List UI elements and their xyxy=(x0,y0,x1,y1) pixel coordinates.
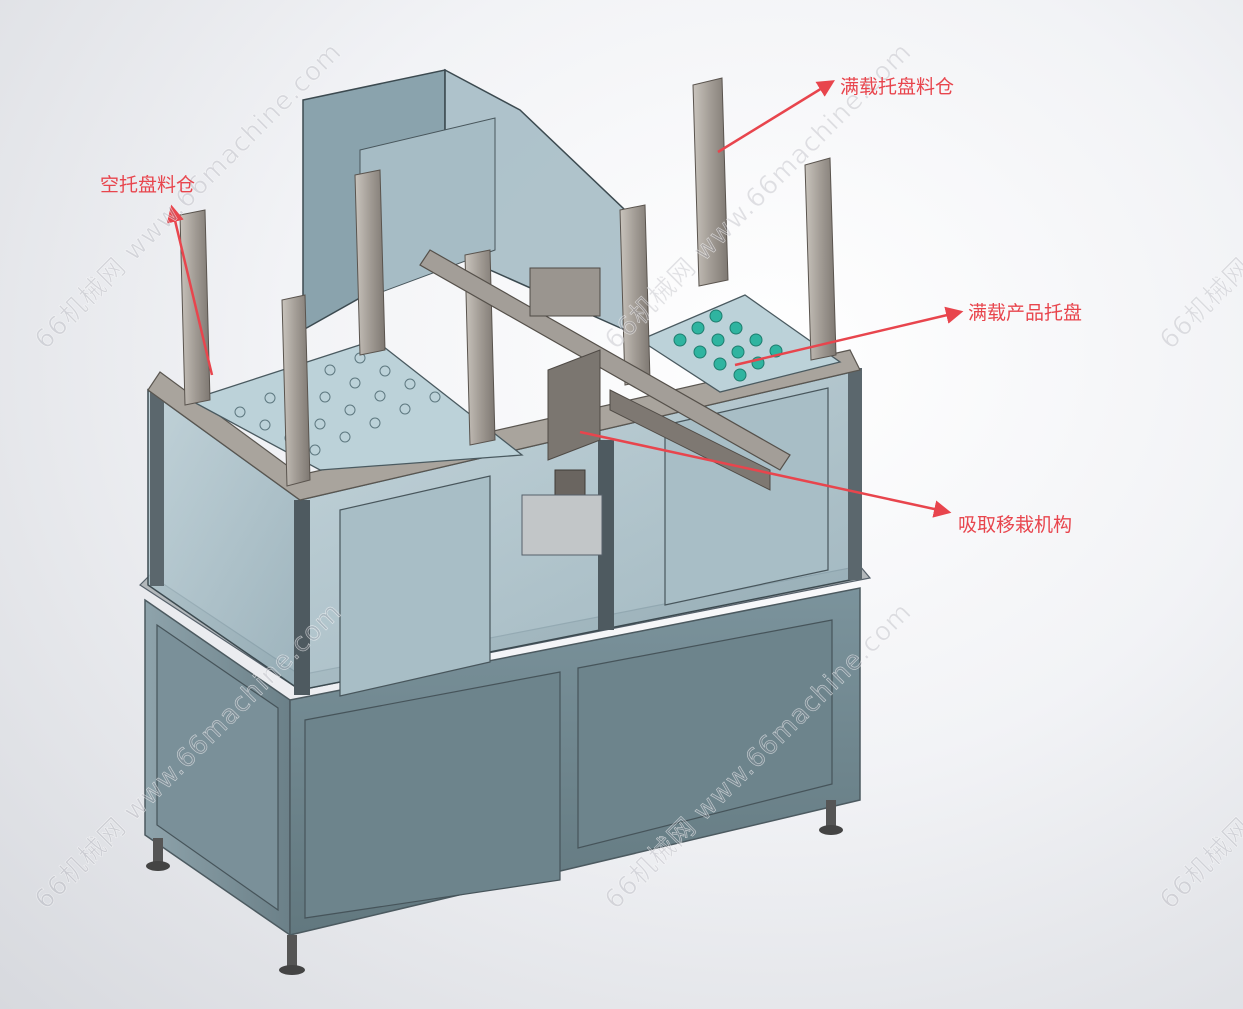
full-tray-stack xyxy=(619,77,842,393)
callout-arrows xyxy=(166,80,964,518)
label-pick-transfer: 吸取移栽机构 xyxy=(958,514,1073,536)
label-full-product-tray: 满载产品托盘 xyxy=(968,302,1083,324)
label-full-tray-bin: 满载托盘料仓 xyxy=(840,76,955,98)
label-empty-tray-bin: 空托盘料仓 xyxy=(100,174,196,196)
